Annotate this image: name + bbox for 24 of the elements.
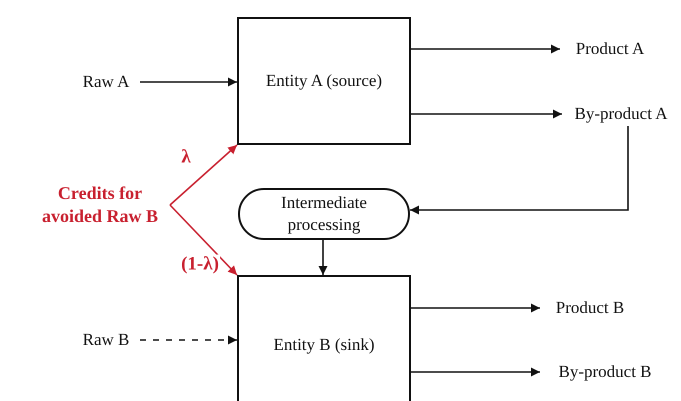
- edge-label: (1-λ): [180, 254, 220, 276]
- arrow: [140, 336, 237, 344]
- arrow: [140, 78, 237, 86]
- node-text: Entity B (sink): [272, 334, 376, 356]
- arrow: [169, 204, 238, 276]
- arrow: [411, 44, 560, 54]
- credit-label: Credits for avoided Raw B: [40, 182, 159, 228]
- output-label: Product A: [574, 38, 646, 60]
- input-label: Raw A: [82, 70, 130, 93]
- arrow: [411, 110, 562, 118]
- output-label: By-product A: [573, 102, 669, 125]
- arrow: [411, 304, 540, 312]
- arrow: [411, 368, 540, 376]
- arrow: [169, 144, 238, 206]
- node-text: Entity A (source): [264, 70, 384, 92]
- process-terminal: [238, 188, 410, 240]
- input-label: Raw B: [82, 328, 130, 351]
- arrow: [410, 126, 629, 214]
- output-label: Product B: [554, 296, 626, 319]
- node-text: Intermediate processing: [280, 192, 368, 236]
- process-box: [237, 17, 411, 145]
- process-box: [237, 275, 411, 401]
- output-label: By-product B: [557, 360, 653, 383]
- arrow: [318, 240, 328, 275]
